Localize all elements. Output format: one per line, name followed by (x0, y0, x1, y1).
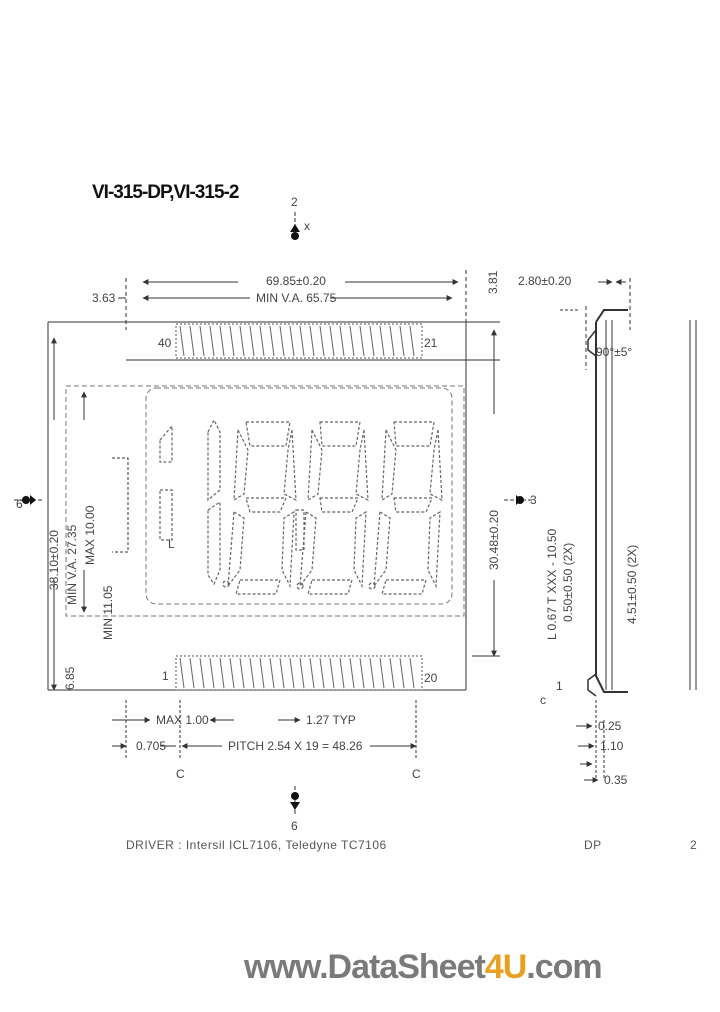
va-height-label: MIN V.A. 27.35 (65, 524, 79, 605)
digit-max-label: MAX 10.00 (83, 505, 97, 565)
side-small-1-label: c (540, 693, 546, 707)
digit-1 (227, 421, 297, 595)
bottom-marker: 6 (290, 786, 300, 833)
digit-2 (299, 421, 369, 595)
page-number: 2 (690, 838, 698, 852)
right-dimensions (472, 329, 500, 657)
side-small-2-label: 1 (556, 679, 563, 693)
typ-127-label: 1.27 TYP (306, 713, 356, 727)
top-pin-strip (47, 321, 500, 690)
marker-bottom-label: 6 (291, 819, 298, 833)
left-offset-label: 3.63 (92, 291, 116, 305)
pin-right-top-label: 21 (424, 336, 438, 350)
side-thickness-label: 2.80±0.20 (518, 274, 572, 288)
marker-x-label: x (304, 219, 310, 233)
pin-left-top-label: 40 (158, 336, 172, 350)
side-2x-b-label: 4.51±0.50 (2X) (625, 545, 639, 624)
top-pin-row-label: 3.81 (486, 270, 500, 294)
viewing-area-outline (65, 385, 465, 617)
bottom-pin-strip (48, 655, 466, 691)
lcd-digits (159, 418, 443, 595)
side-l-label: L 0.67 T XXX - 10.50 (545, 528, 559, 640)
watermark-highlight: 4U (484, 948, 527, 986)
bottom-c-left-label: C (176, 767, 185, 781)
top-dimensions (118, 270, 467, 330)
left-dimensions (51, 337, 129, 691)
min-1105-label: MIN 11.05 (101, 585, 115, 640)
marker-left-label: 6 (16, 497, 23, 511)
first-pin-label: 0.705 (136, 739, 166, 753)
bottom-c-right-label: C (412, 767, 421, 781)
pin-left-bottom-label: 1 (162, 669, 169, 683)
pin-field-height-label: 30.48±0.20 (487, 510, 501, 570)
right-marker: 3 (504, 493, 537, 507)
pin-right-bottom-label: 20 (424, 671, 438, 685)
active-area-outline (145, 387, 453, 605)
overall-width-label: 69.85±0.20 (266, 274, 326, 288)
marker-top-label: 2 (291, 195, 298, 209)
dp-label: DP (584, 838, 602, 852)
digit-l-label: L (168, 537, 175, 551)
pin-025-label: 0.25 (598, 719, 622, 733)
pitch-label: PITCH 2.54 X 19 = 48.26 (228, 739, 363, 753)
top-marker: 2 x (290, 195, 310, 242)
min-685-label: 6.85 (63, 666, 77, 690)
side-view (560, 278, 697, 783)
watermark: www.DataSheet4U.com (244, 948, 603, 987)
side-2x-a-label: 0.50±0.50 (2X) (561, 543, 575, 622)
watermark-prefix: www.DataSheet (244, 948, 486, 986)
left-marker: 6 (14, 495, 44, 511)
pin-035-label: 0.35 (604, 773, 628, 787)
va-width-label: MIN V.A. 65.75 (256, 291, 337, 305)
overall-height-label: 38.10±0.20 (47, 530, 61, 590)
drawing-title: VI-315-DP,VI-315-2 (92, 182, 239, 203)
angle-label: 90°±5° (596, 345, 632, 359)
marker-right-label: 3 (530, 493, 537, 507)
max-100-label: MAX 1.00 (156, 713, 209, 727)
pin-110-label: 1.10 (600, 739, 624, 753)
watermark-suffix: .com (526, 948, 602, 986)
driver-note: DRIVER : Intersil ICL7106, Teledyne TC71… (126, 838, 387, 852)
digit-3 (373, 421, 443, 595)
bottom-dimensions (112, 700, 417, 760)
